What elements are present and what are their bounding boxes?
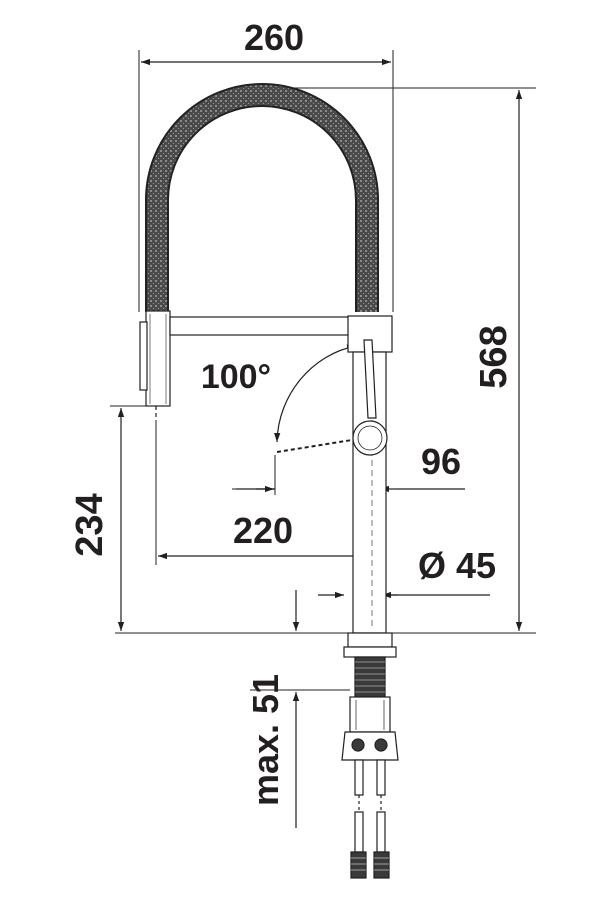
supply-hose-left xyxy=(354,759,364,796)
threaded-shank xyxy=(354,656,386,698)
spout-reach-label: 220 xyxy=(233,510,293,551)
dimension-lines xyxy=(117,58,523,828)
deck-thickness-label: max. 51 xyxy=(245,674,286,806)
swivel-angle-arc xyxy=(274,344,357,443)
spout-height-label: 234 xyxy=(69,493,111,556)
supply-fitting-right xyxy=(373,851,390,879)
handle-reach-label: 96 xyxy=(421,441,461,482)
spray-hose xyxy=(145,83,379,312)
spray-head-holder xyxy=(139,310,171,420)
spout-arm xyxy=(169,316,351,336)
mounting-fittings xyxy=(341,632,399,879)
mounting-nut xyxy=(349,696,391,733)
lever-alt-position xyxy=(276,439,353,453)
lever-handle xyxy=(276,339,388,456)
supply-hose-right xyxy=(376,759,386,796)
base-diameter-label: Ø 45 xyxy=(418,545,496,586)
swivel-angle-label: 100° xyxy=(201,358,271,396)
width-label: 260 xyxy=(244,17,304,58)
supply-fitting-left xyxy=(350,851,367,879)
height-label: 568 xyxy=(473,325,515,388)
